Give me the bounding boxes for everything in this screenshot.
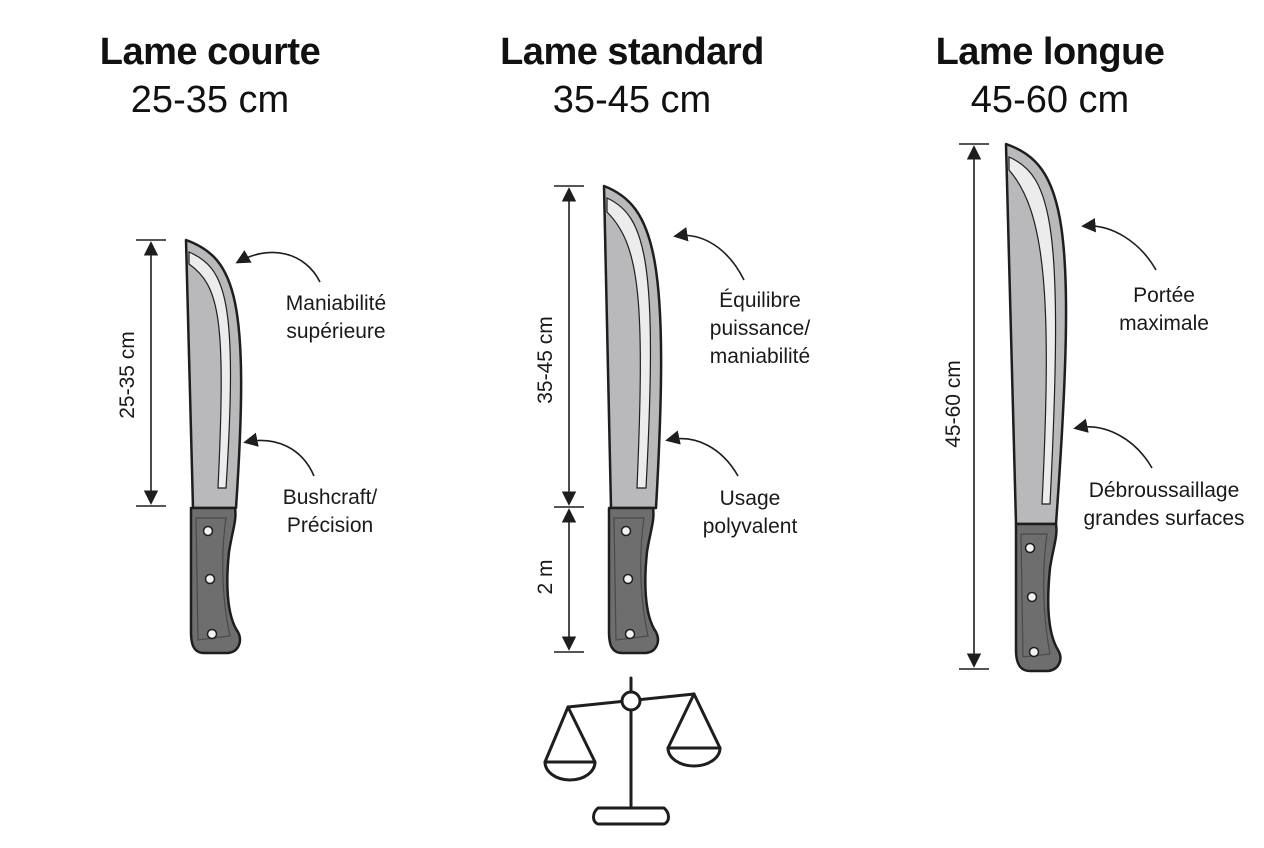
note-short-bottom: Bushcraft/ Précision bbox=[230, 484, 430, 540]
dim-label-handle: 2 m bbox=[534, 559, 557, 595]
dim-label-standard: 35-45 cm bbox=[534, 316, 557, 404]
range-long-blade: 45-60 cm bbox=[970, 79, 1130, 121]
note-line: maniabilité bbox=[709, 345, 811, 368]
dimension-arrow-icon-short bbox=[136, 239, 166, 507]
note-line: grandes surfaces bbox=[1083, 507, 1245, 530]
note-line: polyvalent bbox=[702, 515, 798, 538]
note-line: supérieure bbox=[286, 320, 386, 343]
curved-arrow-icon-standard-bottom bbox=[665, 430, 739, 477]
balance-scale-icon bbox=[543, 676, 722, 826]
note-line: puissance/ bbox=[709, 317, 811, 340]
range-short-blade: 25-35 cm bbox=[130, 79, 290, 121]
curved-arrow-icon-long-bottom bbox=[1073, 418, 1153, 469]
dim-label-long: 45-60 cm bbox=[942, 360, 965, 448]
note-standard-top: Équilibre puissance/ maniabilité bbox=[660, 287, 860, 371]
range-standard-blade: 35-45 cm bbox=[552, 79, 712, 121]
note-short-top: Maniabilité supérieure bbox=[236, 290, 436, 346]
note-long-bottom: Débroussaillage grandes surfaces bbox=[1064, 477, 1264, 533]
note-long-top: Portée maximale bbox=[1064, 282, 1264, 338]
curved-arrow-icon-short-bottom bbox=[243, 432, 315, 477]
title-short-blade: Lame courte bbox=[99, 31, 321, 73]
note-line: Usage bbox=[719, 487, 781, 510]
curved-arrow-icon-short-top bbox=[235, 250, 321, 283]
title-standard-blade: Lame standard bbox=[500, 31, 764, 73]
title-long-blade: Lame longue bbox=[935, 31, 1165, 73]
curved-arrow-icon-long-top bbox=[1081, 218, 1157, 271]
curved-arrow-icon-standard-top bbox=[673, 227, 745, 281]
dimension-arrow-icon-standard bbox=[554, 185, 584, 653]
dimension-arrow-icon-long bbox=[959, 143, 989, 670]
machete-icon-short bbox=[184, 238, 243, 655]
note-line: Équilibre bbox=[719, 289, 801, 312]
dim-label-short: 25-35 cm bbox=[116, 331, 139, 419]
note-line: Précision bbox=[286, 514, 374, 537]
note-line: Portée bbox=[1133, 284, 1195, 307]
note-line: Maniabilité bbox=[285, 292, 387, 315]
note-line: maximale bbox=[1119, 312, 1209, 335]
note-standard-bottom: Usage polyvalent bbox=[650, 485, 850, 541]
machete-icon-long bbox=[1004, 142, 1068, 673]
note-line: Débroussaillage bbox=[1088, 479, 1240, 502]
machete-icon-standard bbox=[602, 184, 663, 655]
note-line: Bushcraft/ bbox=[282, 486, 378, 509]
